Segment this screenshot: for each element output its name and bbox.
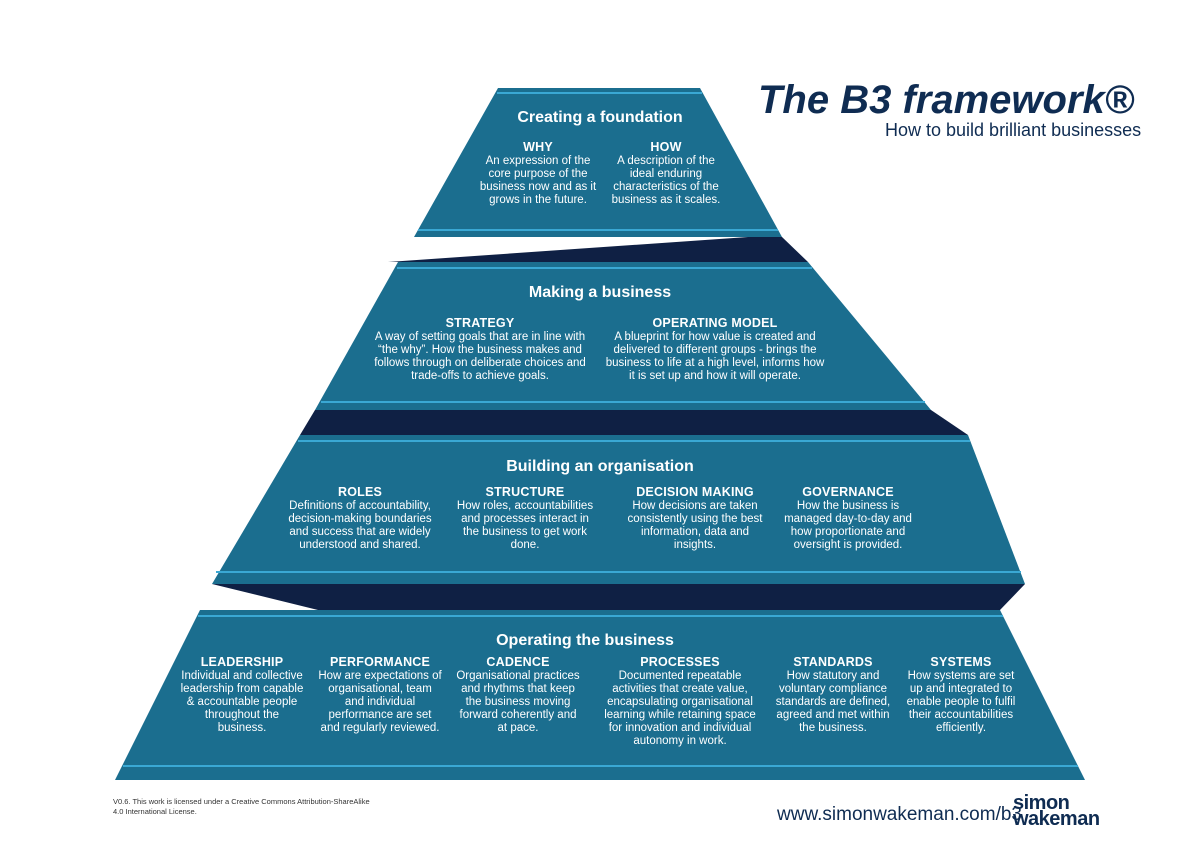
item-heading: PERFORMANCE [329, 655, 431, 669]
item-heading: STANDARDS [793, 655, 873, 669]
brand-logo: simon wakeman [1013, 792, 1100, 830]
item-description: An expression of the core purpose of the… [479, 155, 597, 206]
license-note: V0.6. This work is licensed under a Crea… [113, 797, 370, 816]
item-description: Organisational practices and rhythms tha… [456, 670, 580, 734]
item-description: Definitions of accountability, decision-… [288, 500, 432, 551]
website-link[interactable]: www.simonwakeman.com/b3 [777, 804, 1022, 825]
tier-foundation-shape [414, 88, 782, 237]
tier-title: Creating a foundation [517, 109, 683, 126]
tier-title: Building an organisation [506, 458, 694, 475]
tier-operating-shape [115, 610, 1085, 780]
item-description: How roles, accountabilities and processe… [456, 500, 594, 551]
item-description: Documented repeatable activities that cr… [604, 670, 756, 747]
item-heading: OPERATING MODEL [652, 316, 778, 330]
item-performance: PERFORMANCE How are expectations of orga… [318, 655, 442, 735]
tier-shadow [300, 410, 968, 435]
item-heading: STRATEGY [445, 316, 515, 330]
item-heading: WHY [523, 140, 553, 154]
tier-shadow [212, 584, 1025, 610]
item-systems: SYSTEMS How systems are set up and integ… [900, 655, 1022, 735]
item-description: How statutory and voluntary compliance s… [775, 670, 891, 734]
item-heading: GOVERNANCE [802, 485, 894, 499]
item-heading: LEADERSHIP [200, 655, 284, 669]
item-how: HOW A description of the ideal enduring … [606, 140, 726, 207]
item-heading: DECISION MAKING [636, 485, 754, 499]
item-description: A way of setting goals that are in line … [374, 331, 586, 382]
item-why: WHY An expression of the core purpose of… [478, 140, 598, 207]
item-description: How decisions are taken consistently usi… [627, 500, 763, 551]
item-description: A blueprint for how value is created and… [605, 331, 825, 382]
item-leadership: LEADERSHIP Individual and collective lea… [180, 655, 304, 735]
item-heading: ROLES [337, 485, 383, 499]
item-processes: PROCESSES Documented repeatable activiti… [596, 655, 764, 748]
page-title: The B3 framework® [758, 78, 1135, 122]
item-heading: PROCESSES [640, 655, 720, 669]
item-description: How the business is managed day-to-day a… [784, 500, 912, 551]
item-heading: STRUCTURE [485, 485, 565, 499]
item-heading: CADENCE [486, 655, 550, 669]
item-standards: STANDARDS How statutory and voluntary co… [774, 655, 892, 735]
item-description: How systems are set up and integrated to… [906, 670, 1016, 734]
item-description: Individual and collective leadership fro… [180, 670, 304, 734]
logo-line-2: wakeman [1013, 808, 1100, 830]
item-heading: SYSTEMS [930, 655, 992, 669]
item-structure: STRUCTURE How roles, accountabilities an… [452, 485, 598, 552]
item-roles: ROLES Definitions of accountability, dec… [278, 485, 442, 552]
tier-organisation-shape [212, 435, 1025, 584]
item-cadence: CADENCE Organisational practices and rhy… [456, 655, 580, 735]
logo-line-1: simon [1013, 792, 1070, 814]
item-heading: HOW [650, 140, 682, 154]
item-decision-making: DECISION MAKING How decisions are taken … [620, 485, 770, 552]
tier-title: Operating the business [496, 632, 674, 649]
tier-business-shape [315, 262, 931, 410]
tier-shadow [388, 237, 808, 262]
item-description: How are expectations of organisational, … [318, 670, 442, 734]
page-subtitle: How to build brilliant businesses [885, 120, 1142, 140]
item-description: A description of the ideal enduring char… [611, 155, 721, 206]
tier-title: Making a business [528, 284, 672, 301]
item-strategy: STRATEGY A way of setting goals that are… [370, 316, 590, 383]
item-operating-model: OPERATING MODEL A blueprint for how valu… [604, 316, 826, 383]
item-governance: GOVERNANCE How the business is managed d… [776, 485, 920, 552]
